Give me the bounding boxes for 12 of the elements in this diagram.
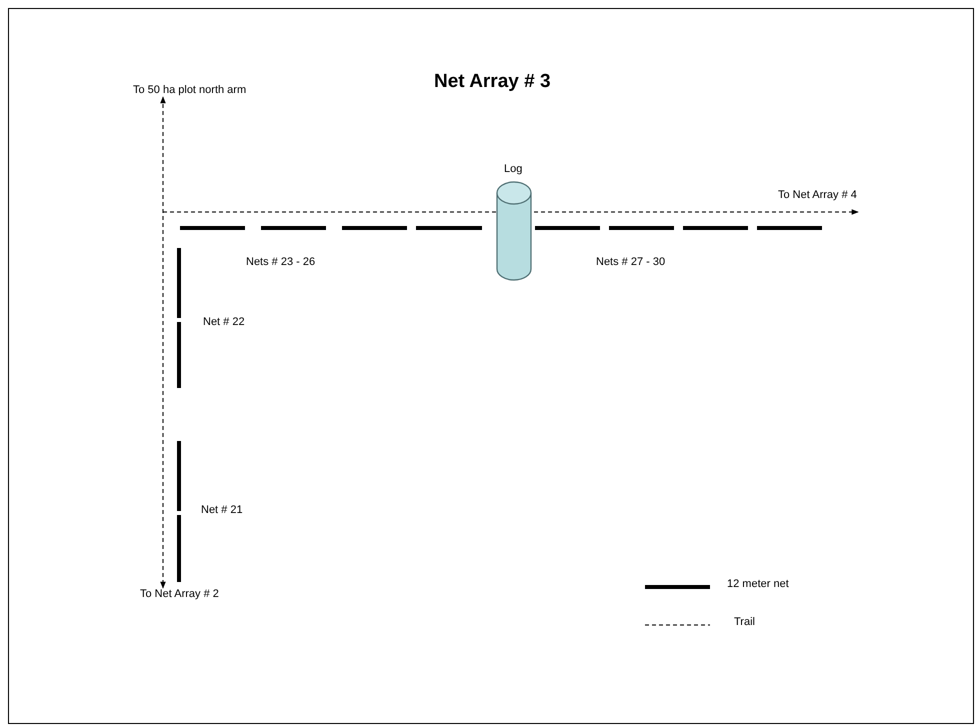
net-label: Net # 21	[201, 504, 243, 517]
trail-arrow	[162, 209, 859, 215]
legend-label: 12 meter net	[727, 578, 789, 591]
net-label: Nets # 27 - 30	[596, 256, 666, 269]
net-label: Net # 22	[203, 316, 245, 329]
legend-label: Trail	[734, 616, 755, 629]
trail-arrow	[160, 96, 166, 589]
direction-label: To 50 ha plot north arm	[133, 84, 246, 97]
direction-label: To Net Array # 2	[140, 588, 219, 601]
direction-label: To Net Array # 4	[778, 189, 857, 202]
net-label: Nets # 23 - 26	[246, 256, 316, 269]
log-label: Log	[504, 163, 522, 176]
